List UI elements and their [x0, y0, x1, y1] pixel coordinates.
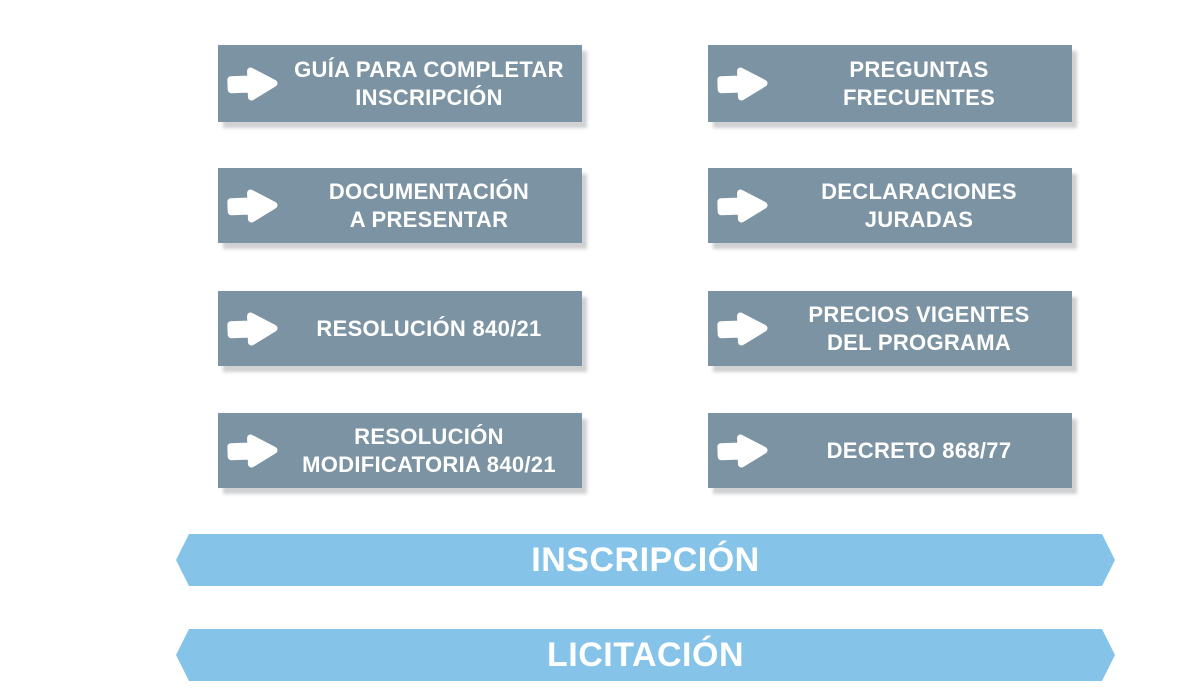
banner-licitacion[interactable]: LICITACIÓN	[176, 629, 1115, 681]
button-label: RESOLUCIÓN MODIFICATORIA 840/21	[302, 424, 556, 477]
button-label: RESOLUCIÓN 840/21	[316, 315, 542, 341]
button-resolucion-modificatoria-840-21[interactable]: RESOLUCIÓN MODIFICATORIA 840/21	[218, 413, 582, 488]
button-label: PREGUNTAS FRECUENTES	[842, 57, 996, 110]
button-preguntas-frecuentes[interactable]: PREGUNTAS FRECUENTES	[708, 45, 1072, 122]
button-documentacion-a-presentar[interactable]: DOCUMENTACIÓN A PRESENTAR	[218, 168, 582, 243]
button-declaraciones-juradas[interactable]: DECLARACIONES JURADAS	[708, 168, 1072, 243]
arrow-right-icon	[713, 306, 771, 352]
arrow-right-icon	[223, 183, 281, 229]
button-decreto-868-77[interactable]: DECRETO 868/77	[708, 413, 1072, 488]
arrow-right-icon	[713, 428, 771, 474]
arrow-right-icon	[223, 306, 281, 352]
button-resolucion-840-21[interactable]: RESOLUCIÓN 840/21	[218, 291, 582, 366]
button-guia-para-completar-inscripcion[interactable]: GUÍA PARA COMPLETAR INSCRIPCIÓN	[218, 45, 582, 122]
button-precios-vigentes-del-programa[interactable]: PRECIOS VIGENTES DEL PROGRAMA	[708, 291, 1072, 366]
button-label: DOCUMENTACIÓN A PRESENTAR	[328, 179, 530, 232]
arrow-right-icon	[223, 428, 281, 474]
button-label: DECLARACIONES JURADAS	[821, 179, 1017, 232]
button-label: DECRETO 868/77	[826, 437, 1012, 463]
button-label: PRECIOS VIGENTES DEL PROGRAMA	[808, 302, 1030, 355]
banner-label: LICITACIÓN	[546, 635, 744, 674]
button-label: GUÍA PARA COMPLETAR INSCRIPCIÓN	[294, 57, 564, 110]
banner-inscripcion[interactable]: INSCRIPCIÓN	[176, 534, 1115, 586]
arrow-right-icon	[713, 61, 771, 107]
banner-label: INSCRIPCIÓN	[531, 540, 760, 579]
arrow-right-icon	[713, 183, 771, 229]
arrow-right-icon	[223, 61, 281, 107]
